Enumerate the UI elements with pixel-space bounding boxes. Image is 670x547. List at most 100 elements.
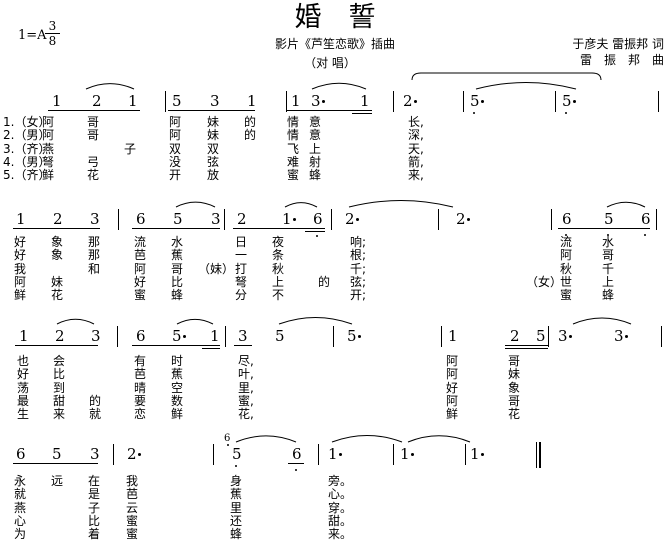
note: 1 bbox=[470, 445, 480, 463]
lyric-syllable: 芭 bbox=[126, 487, 139, 502]
note: 1 bbox=[282, 210, 292, 228]
note: 1 bbox=[328, 445, 338, 463]
note: 6 bbox=[16, 445, 26, 463]
augmentation-dot bbox=[358, 335, 361, 338]
note: 1 bbox=[210, 327, 220, 345]
barline bbox=[165, 91, 166, 112]
note: 1 bbox=[128, 92, 138, 110]
lyric-syllable: 花 bbox=[508, 407, 521, 422]
lyric-syllable: 生 bbox=[17, 407, 30, 422]
lyric-syllable: 花, bbox=[238, 407, 254, 422]
lyric-syllable: 上 bbox=[602, 274, 615, 289]
beam-underline bbox=[305, 231, 325, 232]
song-title: 婚 誓 bbox=[294, 2, 376, 33]
lyric-syllable: 里, bbox=[238, 380, 254, 395]
barline bbox=[465, 444, 466, 465]
lyric-syllable: 秋 bbox=[272, 261, 285, 276]
lyric-syllable: 比 bbox=[171, 274, 184, 289]
duet-label: （对 唱） bbox=[304, 56, 356, 70]
barline bbox=[286, 91, 287, 112]
barline bbox=[661, 326, 662, 347]
lyric-syllable: 芭 bbox=[134, 367, 147, 382]
lyric-syllable: 阿 bbox=[42, 115, 55, 129]
note: 3 bbox=[311, 92, 321, 110]
barline bbox=[393, 91, 394, 112]
low-octave-dot bbox=[565, 112, 567, 114]
lyric-syllable: 蕉 bbox=[230, 487, 243, 502]
note: 3 bbox=[614, 327, 624, 345]
lyric-syllable: 好 bbox=[446, 380, 459, 395]
note: 1 bbox=[247, 92, 257, 110]
lyric-syllable: 最 bbox=[17, 393, 30, 408]
barline bbox=[333, 326, 334, 347]
lyric-syllable: 阿 bbox=[446, 367, 459, 382]
note: 3 bbox=[211, 210, 221, 228]
lyric-syllable: 心 bbox=[14, 513, 27, 528]
lyric-syllable: 上 bbox=[272, 274, 285, 289]
lyric-syllable: 要 bbox=[134, 393, 147, 408]
lyric-syllable: 心。 bbox=[328, 487, 353, 502]
barline bbox=[463, 91, 464, 112]
lyric-syllable: 分 bbox=[235, 288, 248, 303]
lyric-syllable: 的 bbox=[244, 128, 257, 143]
lyric-syllable: 的 bbox=[89, 393, 102, 408]
lyric-syllable: 蜂 bbox=[602, 288, 615, 303]
lyric-syllable: 哥 bbox=[87, 128, 100, 143]
note: 6 bbox=[136, 327, 146, 345]
lyric-syllable: 双 bbox=[207, 141, 220, 156]
lyric-syllable: 蜜 bbox=[287, 168, 300, 183]
lyric-syllable: 流 bbox=[560, 235, 573, 249]
lyric-syllable: 那 bbox=[88, 248, 101, 263]
augmentation-dot bbox=[625, 335, 628, 338]
lyric-syllable: 好 bbox=[14, 235, 27, 249]
note: 2 bbox=[55, 327, 65, 345]
lyric-syllable: 那 bbox=[88, 235, 101, 249]
beam-underline bbox=[505, 345, 548, 346]
beam-underline bbox=[48, 110, 140, 111]
note: 2 bbox=[127, 445, 137, 463]
lyric-syllable: 也 bbox=[17, 354, 30, 368]
note: 5 bbox=[470, 92, 480, 110]
note: 1 bbox=[360, 92, 370, 110]
lyric-syllable: 蕉 bbox=[171, 248, 184, 263]
lyric-syllable: 意 bbox=[309, 128, 322, 143]
note: 1 bbox=[291, 92, 301, 110]
note: 5 bbox=[52, 445, 62, 463]
beam-underline bbox=[132, 228, 220, 229]
note: 3 bbox=[91, 327, 101, 345]
barline bbox=[224, 209, 225, 230]
lyric-syllable: 鲜 bbox=[14, 288, 27, 303]
augmentation-dot bbox=[481, 453, 484, 456]
note: 6 bbox=[313, 210, 323, 228]
augmentation-dot bbox=[356, 218, 359, 221]
lyric-syllable: 阿 bbox=[446, 393, 459, 408]
augmentation-dot bbox=[573, 100, 576, 103]
lyric-syllable: 鲜 bbox=[446, 407, 459, 422]
lyric-syllable: 哥 bbox=[87, 115, 100, 129]
lyric-syllable: 永 bbox=[14, 474, 27, 488]
low-octave-dot bbox=[565, 234, 567, 236]
low-octave-dot bbox=[607, 234, 609, 236]
lyric-syllable: 打 bbox=[235, 261, 248, 276]
lyric-syllable: 双 bbox=[169, 141, 182, 156]
augmentation-dot bbox=[414, 100, 417, 103]
augmentation-dot bbox=[322, 100, 325, 103]
augmentation-dot bbox=[339, 453, 342, 456]
lyric-syllable: 没 bbox=[169, 154, 182, 169]
lyric-syllable: 千 bbox=[602, 261, 615, 276]
lyric-syllable: 妹 bbox=[207, 115, 220, 129]
note: 1 bbox=[19, 327, 29, 345]
lyric-syllable: 会 bbox=[53, 354, 66, 368]
note: 6 bbox=[292, 445, 302, 463]
augmentation-dot bbox=[481, 100, 484, 103]
low-octave-dot bbox=[316, 235, 318, 237]
lyric-syllable: 水 bbox=[171, 235, 184, 249]
lyric-syllable: 蜜 bbox=[126, 513, 139, 528]
note: 1 bbox=[400, 445, 410, 463]
lyric-syllable: 阿 bbox=[14, 274, 27, 289]
lyric-syllable: 空 bbox=[171, 380, 184, 395]
note: 5 bbox=[562, 92, 572, 110]
lyric-syllable: 恋 bbox=[134, 407, 147, 422]
lyric-syllable: 阿 bbox=[169, 115, 182, 129]
